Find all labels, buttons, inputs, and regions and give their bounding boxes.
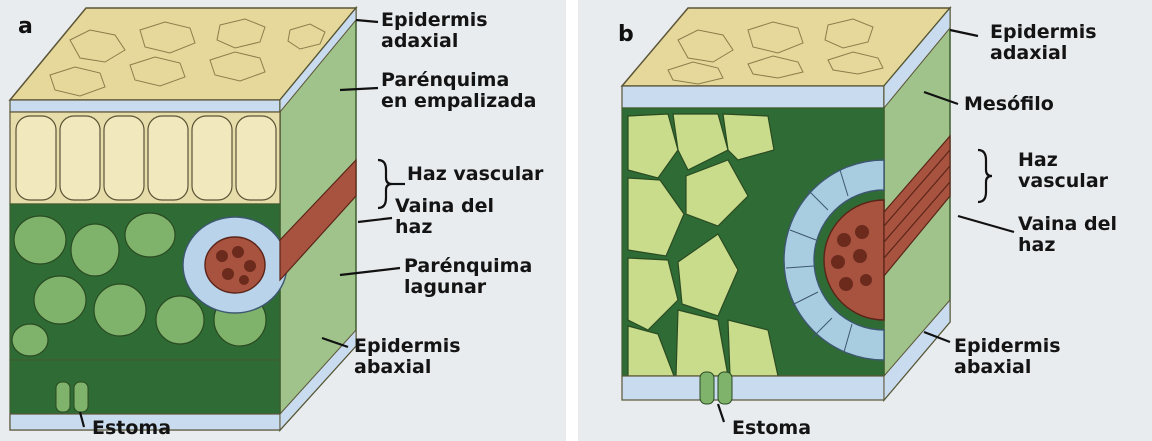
label-estoma-a: Estoma	[92, 418, 171, 439]
label-line: abaxial	[354, 357, 461, 378]
label-haz-vascular-b: Haz vascular	[1018, 150, 1108, 192]
label-vaina-del-haz-b: Vaina del haz	[1018, 214, 1117, 256]
label-haz-vascular-a: Haz vascular	[407, 164, 543, 185]
label-estoma-b: Estoma	[732, 418, 811, 439]
label-line: haz	[1018, 235, 1117, 256]
lower-epidermis	[622, 376, 884, 400]
label-vaina-del-haz-a: Vaina del haz	[395, 196, 494, 238]
label-epidermis-adaxial-b: Epidermis adaxial	[990, 22, 1097, 64]
diagram-panel-a: a Epidermis adaxial Parénquima en empali…	[0, 0, 566, 441]
label-line: Epidermis	[354, 336, 461, 357]
label-line: vascular	[1018, 171, 1108, 192]
panel-letter-b: b	[618, 22, 634, 47]
label-line: lagunar	[404, 277, 532, 298]
upper-epidermis-front	[622, 86, 884, 108]
label-line: Mesófilo	[964, 94, 1054, 115]
diagram-panel-b: b Epidermis adaxial Mesófilo Haz vascula…	[578, 0, 1152, 441]
upper-epidermis-front	[10, 100, 280, 112]
label-line: haz	[395, 217, 494, 238]
label-line: adaxial	[990, 43, 1097, 64]
label-mesofilo-b: Mesófilo	[964, 94, 1054, 115]
panel-letter-a: a	[18, 14, 33, 39]
label-parenquima-lagunar-a: Parénquima lagunar	[404, 256, 532, 298]
label-parenquima-empalizada-a: Parénquima en empalizada	[381, 70, 536, 112]
label-line: Epidermis	[954, 336, 1061, 357]
label-line: Parénquima	[404, 256, 532, 277]
label-line: Vaina del	[395, 196, 494, 217]
label-epidermis-abaxial-b: Epidermis abaxial	[954, 336, 1061, 378]
label-line: adaxial	[381, 31, 488, 52]
label-line: Vaina del	[1018, 214, 1117, 235]
label-line: en empalizada	[381, 91, 536, 112]
label-line: Estoma	[732, 418, 811, 439]
label-epidermis-adaxial-a: Epidermis adaxial	[381, 10, 488, 52]
label-line: Estoma	[92, 418, 171, 439]
label-line: abaxial	[954, 357, 1061, 378]
label-epidermis-abaxial-a: Epidermis abaxial	[354, 336, 461, 378]
label-line: Epidermis	[381, 10, 488, 31]
label-line: Epidermis	[990, 22, 1097, 43]
label-line: Parénquima	[381, 70, 536, 91]
label-line: Haz vascular	[407, 164, 543, 185]
vascular-bundle	[205, 237, 265, 293]
label-line: Haz	[1018, 150, 1108, 171]
